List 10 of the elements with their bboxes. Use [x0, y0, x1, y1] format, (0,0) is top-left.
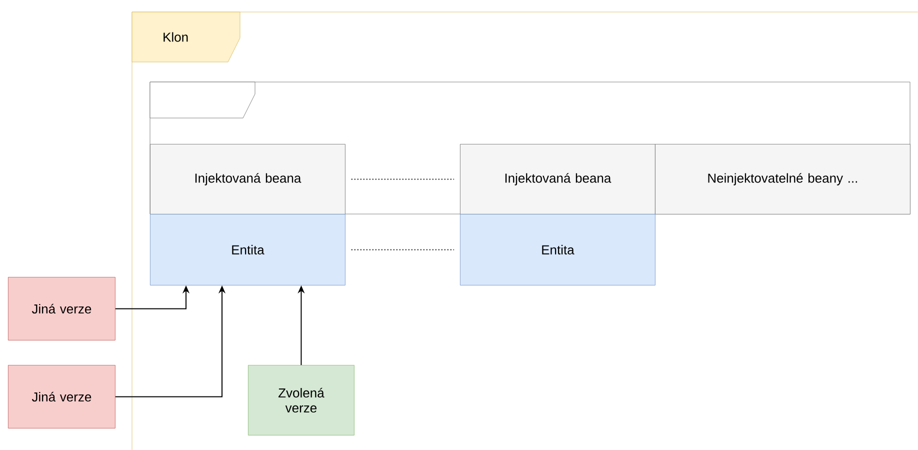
process-box: Jiná verze [8, 365, 116, 428]
process-box: Zvolená verze [248, 365, 354, 436]
connector-line [350, 249, 454, 250]
process-box: Entita [460, 214, 656, 286]
process-box: Jiná verze [8, 277, 116, 340]
process-box: Injektovaná beana [460, 144, 656, 214]
process-box: Entita [150, 214, 346, 286]
connector-line [350, 178, 454, 180]
process-box: Neinjektovatelné beany ... [655, 144, 910, 214]
process-box: Injektovaná beana [150, 144, 346, 214]
